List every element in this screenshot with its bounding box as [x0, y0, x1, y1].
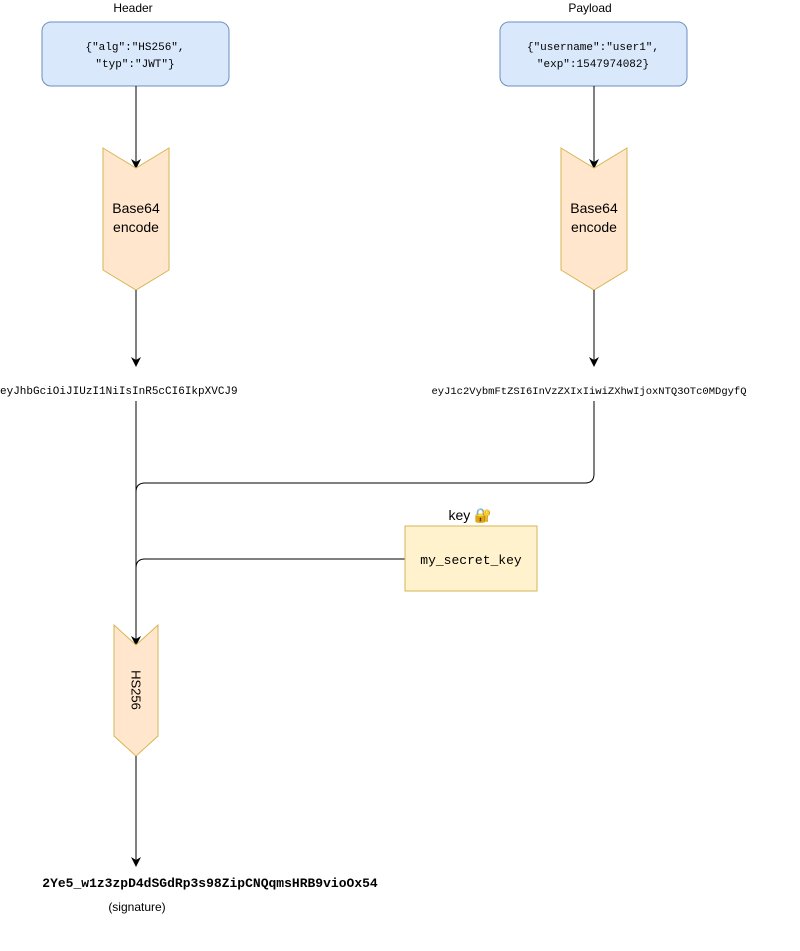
header-encode-line2: encode: [113, 219, 159, 235]
key-to-hs256-connector: [135, 558, 405, 569]
header-title: Header: [113, 1, 152, 15]
payload-encode-line2: encode: [571, 219, 617, 235]
payload-base64-encode-step: [560, 147, 628, 291]
payload-json-line1: {"username":"user1",: [527, 42, 659, 54]
hs256-label: HS256: [129, 670, 144, 710]
header-encode-line1: Base64: [112, 200, 160, 216]
header-json-box: [41, 21, 230, 87]
payload-encode-line1: Base64: [570, 200, 618, 216]
secret-key-value: my_secret_key: [420, 553, 522, 568]
payload-json-line2: "exp":1547974082}: [537, 59, 649, 71]
hs256-step: [113, 623, 159, 757]
signature-text: 2Ye5_w1z3zpD4dSGdRp3s98ZipCNQqmsHRB9vioO…: [42, 876, 378, 891]
key-title: key 🔐: [448, 507, 491, 524]
header-json-line1: {"alg":"HS256",: [85, 42, 184, 54]
encoded-payload-text: eyJ1c2VybmFtZSI6InVzZXIxIiwiZXhwIjoxNTQ3…: [431, 386, 746, 398]
payload-b64-to-hs256-connector: [135, 401, 595, 493]
encoded-header-text: eyJhbGciOiJIUzI1NiIsInR5cCI6IkpXVCJ9: [0, 386, 238, 398]
payload-json-box: [499, 21, 688, 87]
secret-key-box: [404, 525, 538, 592]
header-base64-encode-step: [102, 147, 170, 291]
header-json-line2: "typ":"JWT"}: [95, 59, 174, 71]
signature-caption: (signature): [108, 900, 165, 914]
payload-title: Payload: [568, 1, 611, 15]
